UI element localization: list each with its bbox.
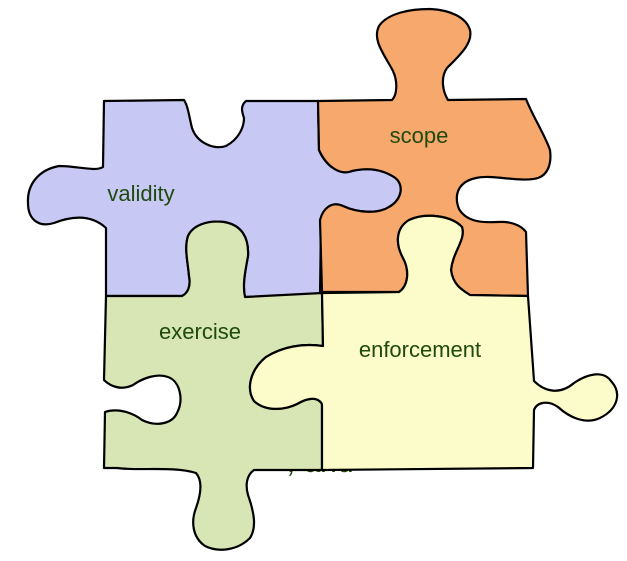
puzzle-piece-enforcement xyxy=(248,214,619,472)
puzzle-piece-scope xyxy=(316,7,552,298)
exercise-label: exercise xyxy=(159,319,241,344)
puzzle-piece-exercise xyxy=(102,220,325,551)
validity-label: validity xyxy=(107,181,174,206)
enforcement-label: enforcement xyxy=(359,337,481,362)
scope-label: scope xyxy=(390,123,449,148)
